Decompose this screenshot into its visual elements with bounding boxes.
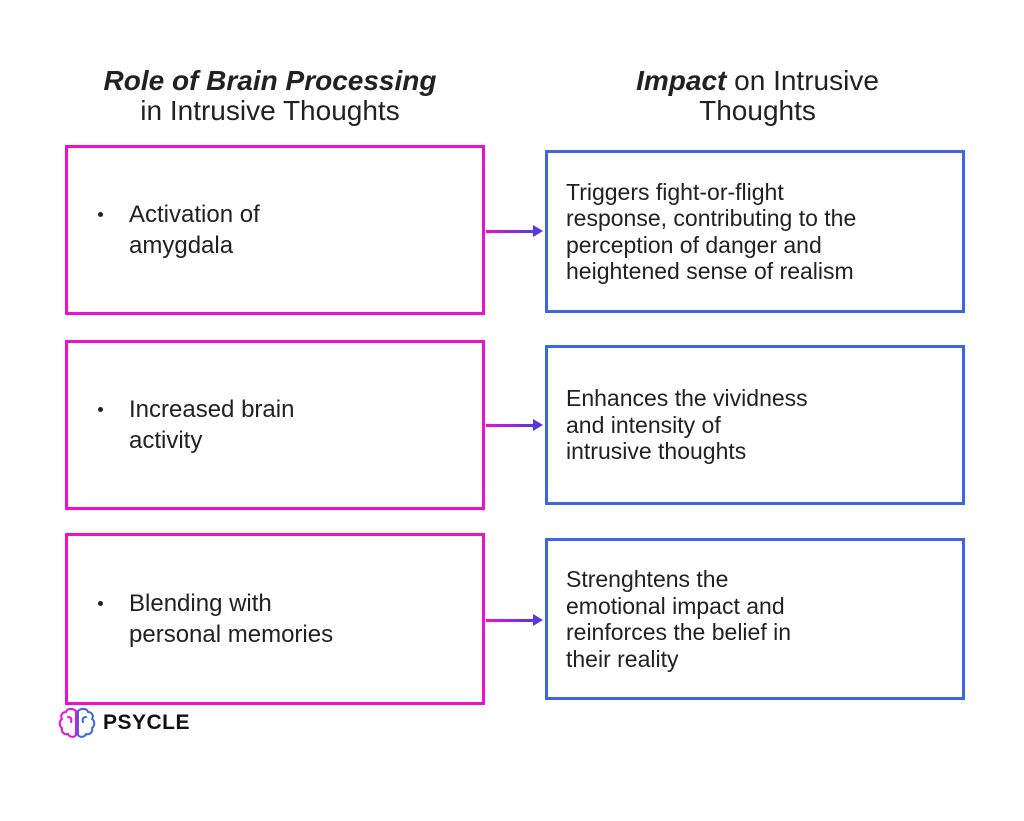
left-column-title: Role of Brain Processing in Intrusive Th… (55, 66, 485, 126)
cause-text: Blending with personal memories (129, 590, 334, 648)
effect-box-fight-or-flight: Triggers fight-or-flight response, contr… (545, 150, 965, 313)
left-title-line2-text: in Intrusive Thoughts (140, 95, 400, 126)
arrow-right-icon (486, 418, 543, 432)
cause-box-blending-personal-memories: Blending with personal memories (65, 533, 485, 705)
cause-box-increased-brain-activity: Increased brain activity (65, 340, 485, 510)
left-title-line2: in Intrusive Thoughts (55, 96, 485, 126)
effect-box-emotional-impact: Strenghtens the emotional impact and rei… (545, 538, 965, 700)
right-title-emphasis: Impact (636, 65, 727, 96)
left-title-line1: Role of Brain Processing (55, 66, 485, 96)
brain-icon (58, 707, 96, 738)
effect-text: Strenghtens the emotional impact and rei… (566, 566, 792, 672)
right-title-line1-rest: on Intrusive (734, 65, 879, 96)
cause-inner: Activation of amygdala (98, 199, 260, 261)
cause-box-activation-of-amygdala: Activation of amygdala (65, 145, 485, 315)
arrow-head (533, 419, 543, 431)
effect-text: Triggers fight-or-flight response, contr… (566, 178, 857, 285)
arrow-shaft (486, 618, 533, 622)
arrow-right-icon (486, 224, 543, 238)
cause-text: Increased brain activity (129, 396, 295, 454)
left-title-emphasis: Role of Brain Processing (103, 65, 437, 96)
effect-text: Enhances the vividness and intensity of … (566, 385, 808, 465)
arrow-shaft (486, 423, 533, 427)
bullet-dot-icon (98, 407, 103, 412)
cause-inner: Blending with personal memories (98, 588, 333, 650)
effect-box-vividness-intensity: Enhances the vividness and intensity of … (545, 345, 965, 505)
logo-brand-text: PSYCLE (103, 711, 191, 734)
arrow-shaft (486, 229, 533, 233)
right-title-line2-text: Thoughts (699, 95, 816, 126)
right-title-line1: Impact on Intrusive (545, 66, 970, 96)
arrow-head (533, 225, 543, 237)
cause-text: Activation of amygdala (129, 201, 260, 259)
bullet-dot-icon (98, 601, 103, 606)
right-title-line2: Thoughts (545, 96, 970, 126)
arrow-head (533, 614, 543, 626)
psycle-logo: PSYCLE (58, 706, 190, 740)
right-column-title: Impact on Intrusive Thoughts (545, 66, 970, 126)
bullet-dot-icon (98, 212, 103, 217)
cause-inner: Increased brain activity (98, 394, 294, 456)
arrow-right-icon (486, 613, 543, 627)
